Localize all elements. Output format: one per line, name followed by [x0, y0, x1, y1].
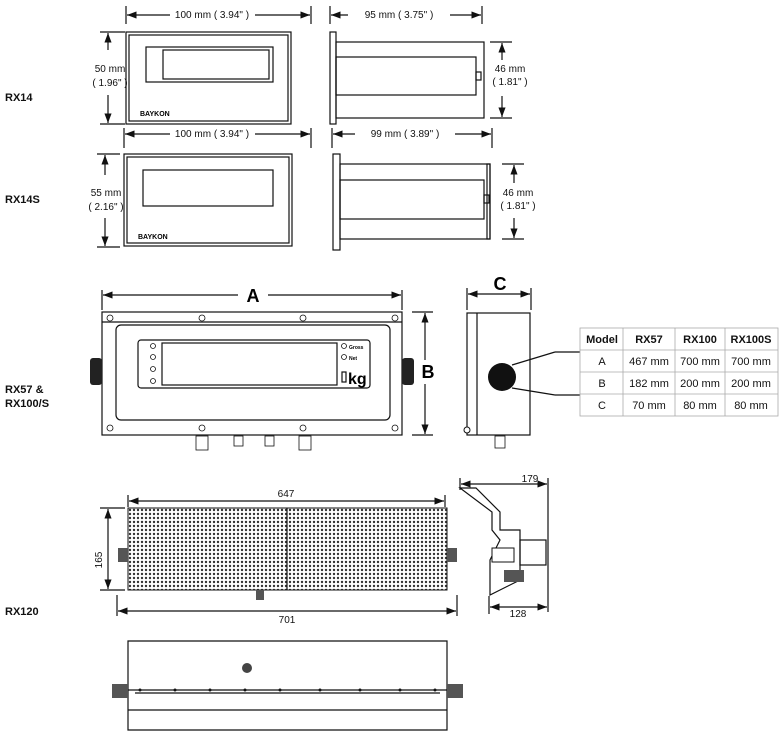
rx14s-height-in: ( 2.16" ) [88, 202, 123, 213]
right-gland-icon [402, 358, 414, 385]
table-cell: 700 mm [731, 356, 771, 368]
table-cell: 80 mm [734, 400, 768, 412]
left-gland-icon [90, 358, 102, 385]
rx120-height: 165 [94, 551, 105, 568]
rx14s-side-in: ( 1.81" ) [500, 201, 535, 212]
label-rx57: RX57 & [5, 384, 44, 396]
rx14-brand-logo: BAYKON [140, 111, 170, 118]
rx120-side-depth: 179 [522, 474, 539, 485]
net-indicator: Net [349, 356, 357, 362]
table-cell: 700 mm [680, 356, 720, 368]
rx14-front-view: 100 mm ( 3.94" ) BAYKON 50 mm ( 1.96" ) [92, 6, 312, 125]
table-cell: B [598, 378, 605, 390]
dimensions-table: Model RX57 RX100 RX100S A 467 mm 700 mm … [579, 327, 779, 417]
rx14s-side-view: 99 mm ( 3.89" ) 46 mm ( 1.81" ) [331, 128, 536, 251]
rx120-bottom-view [112, 640, 463, 731]
rx14s-depth-dim: 99 mm ( 3.89" ) [371, 129, 440, 140]
dim-c-label: C [494, 274, 507, 294]
rx14-depth-dim: 95 mm ( 3.75" ) [365, 10, 434, 21]
rx120-total-width: 701 [279, 615, 296, 626]
rx120-front-view: 647 165 701 [94, 489, 458, 626]
unit-kg-label: kg [348, 371, 367, 388]
rx120-side-base: 128 [510, 609, 527, 620]
table-cell: 80 mm [683, 400, 717, 412]
table-cell: C [598, 400, 606, 412]
gross-indicator: Gross [349, 345, 364, 351]
rx14-side-view: 95 mm ( 3.75" ) 46 mm ( 1.81" ) [329, 6, 528, 125]
rx14-height-in: ( 1.96" ) [92, 78, 127, 89]
rx14s-width-dim: 100 mm ( 3.94" ) [175, 129, 249, 140]
rx14s-side-mm: 46 mm [503, 188, 534, 199]
label-rx14s: RX14S [5, 194, 40, 206]
table-cell: 182 mm [629, 378, 669, 390]
rx14s-front-view: 100 mm ( 3.94" ) BAYKON 55 mm ( 2.16" ) [88, 128, 312, 248]
label-rx120: RX120 [5, 606, 39, 618]
table-header: RX100S [731, 334, 772, 346]
bottom-cable-glands [195, 435, 312, 451]
dim-b-label: B [422, 362, 435, 382]
table-cell: A [598, 356, 606, 368]
label-rx100s: RX100/S [5, 398, 49, 410]
dim-a-label: A [247, 286, 260, 306]
table-cell: 200 mm [731, 378, 771, 390]
rx14-side-mm: 46 mm [495, 64, 526, 75]
rx14-side-in: ( 1.81" ) [492, 77, 527, 88]
table-cell: 70 mm [632, 400, 666, 412]
rx14s-brand-logo: BAYKON [138, 234, 168, 241]
knob-icon [488, 363, 516, 391]
table-cell: 467 mm [629, 356, 669, 368]
rx120-top-width: 647 [278, 489, 295, 500]
rx14-width-dim: 100 mm ( 3.94" ) [175, 10, 249, 21]
table-cell: 200 mm [680, 378, 720, 390]
table-header: RX100 [683, 334, 717, 346]
label-rx14: RX14 [5, 92, 33, 104]
rx14s-height-mm: 55 mm [91, 188, 122, 199]
rx14-height-mm: 50 mm [95, 64, 126, 75]
rx57-side-view: C [463, 274, 580, 449]
rx120-side-view: 179 128 [458, 474, 549, 620]
table-header: Model [586, 334, 618, 346]
rx57-front-view: A Gross Net kg B [90, 286, 435, 451]
table-header: RX57 [635, 334, 663, 346]
